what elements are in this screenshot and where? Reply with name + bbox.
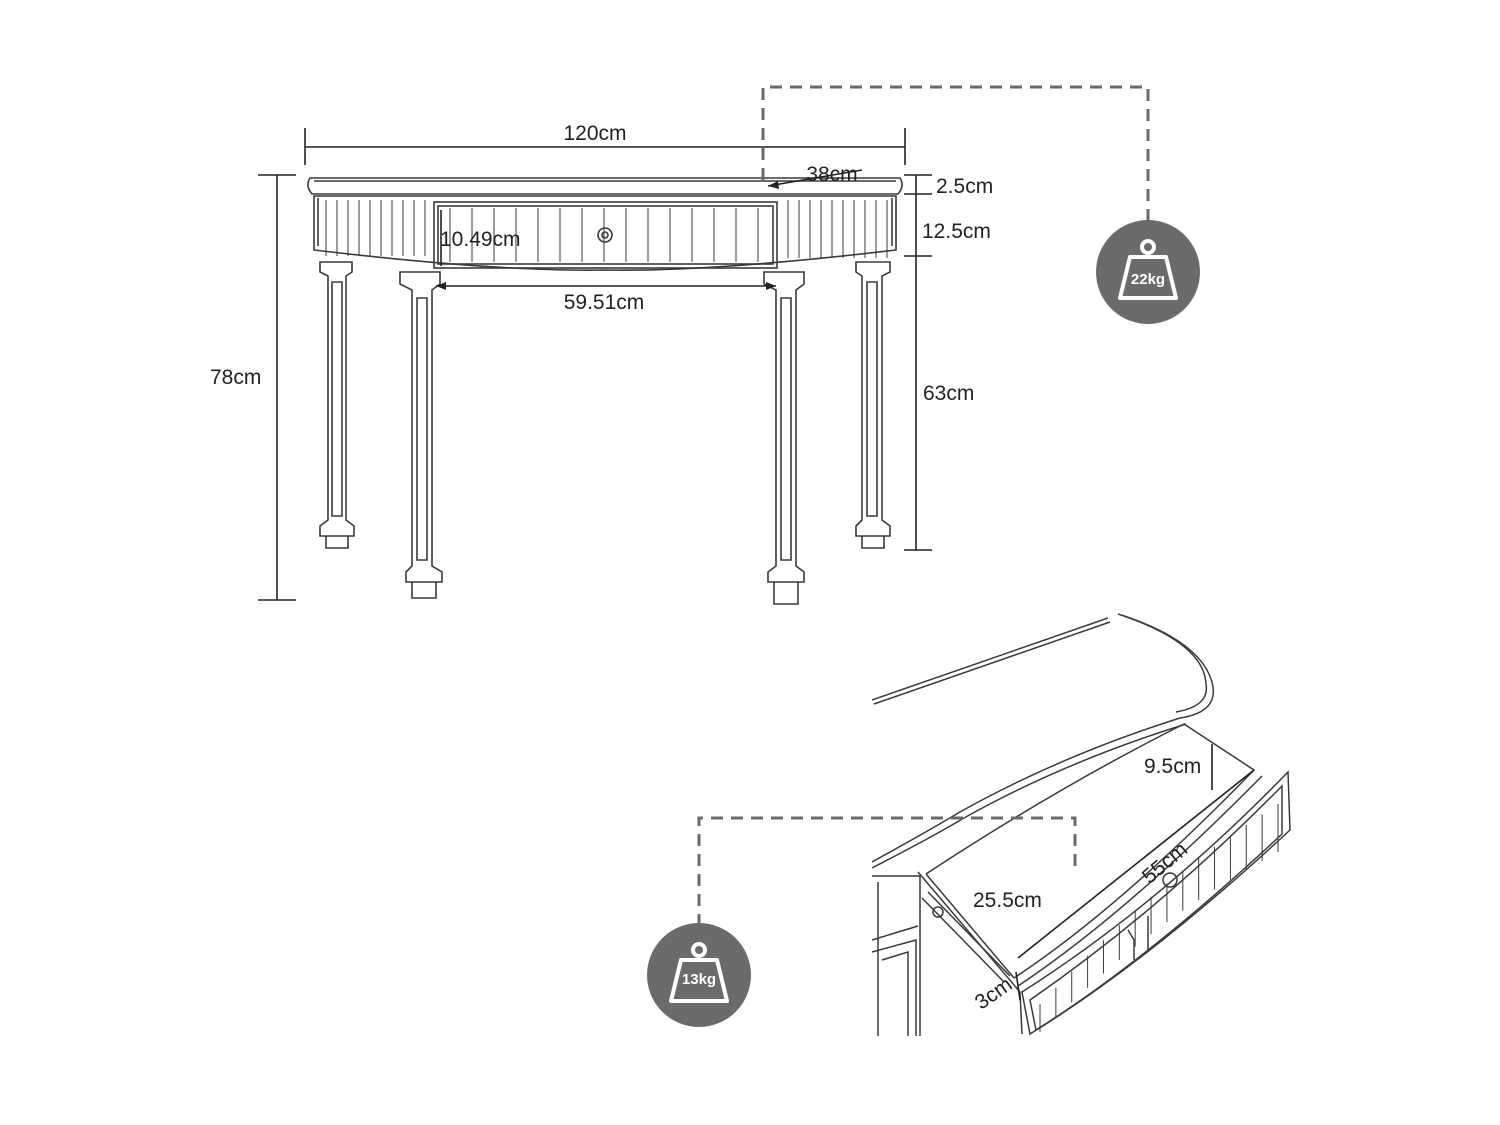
dimension-lines	[258, 128, 932, 601]
drawer-front-width-label: 59.51cm	[564, 291, 645, 314]
drawer-length-label: 55cm	[1138, 838, 1192, 889]
drawer-detail-view	[871, 613, 1291, 1036]
drawer-depth-label: 25.5cm	[973, 889, 1042, 912]
weight-callout-bottom: 13kg	[647, 816, 1077, 1027]
console-table-front-view	[307, 177, 903, 605]
leg-height-label: 63cm	[923, 382, 974, 405]
arrowheads	[436, 181, 779, 290]
drawer-weight-label: 13kg	[682, 971, 716, 988]
total-height-label: 78cm	[210, 366, 261, 389]
width-label: 120cm	[563, 122, 626, 145]
weight-icon	[1118, 239, 1178, 300]
weight-icon	[669, 942, 729, 1003]
table-weight-label: 22kg	[1131, 271, 1165, 288]
top-thickness-label: 2.5cm	[936, 175, 993, 198]
depth-label: 38cm	[806, 163, 857, 186]
apron-height-label: 12.5cm	[922, 220, 991, 243]
drawer-dimension-lines	[1015, 744, 1255, 1001]
drawer-inner-height-label: 9.5cm	[1144, 755, 1201, 778]
drawer-front-height-label: 10.49cm	[440, 228, 521, 251]
weight-callout-top: 22kg	[761, 85, 1200, 324]
